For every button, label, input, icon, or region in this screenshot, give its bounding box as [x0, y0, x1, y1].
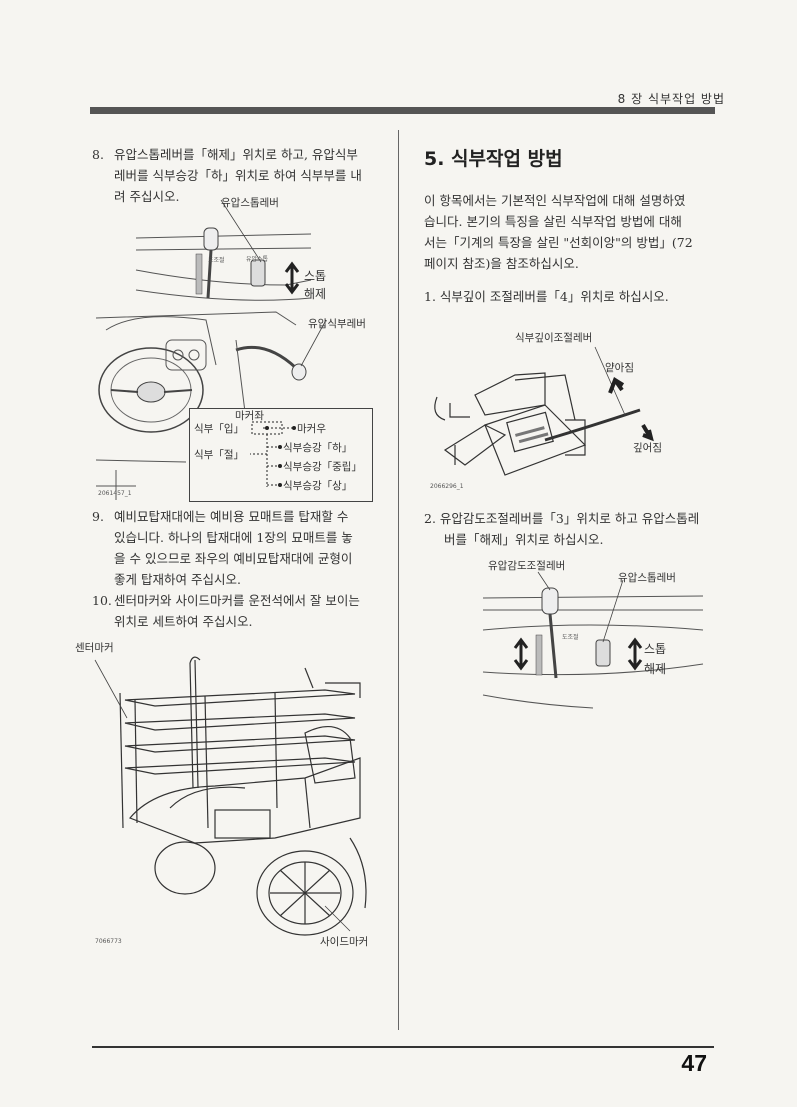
- figure-code: 2061457_1: [98, 490, 132, 497]
- step-9-line: 있습니다. 하나의 탑재대에 1장의 묘매트를 놓: [114, 530, 353, 545]
- column-divider: [398, 130, 399, 1030]
- header-rule: [90, 107, 715, 114]
- depth-lever-drawing: [434, 346, 654, 476]
- step-10-number: 10.: [92, 593, 112, 608]
- step-10-line: 위치로 세트하여 주십시오.: [114, 614, 253, 629]
- step-8-line: 유압스톱레버를「해제」위치로 하고, 유압식부: [114, 147, 358, 162]
- step-10-line: 센터마커와 사이드마커를 운전석에서 잘 보이는: [114, 593, 360, 608]
- footer-rule: [92, 1046, 714, 1048]
- label-hydraulic-stop-lever: 유압스톱레버: [221, 197, 279, 209]
- intro-line: 이 항목에서는 기본적인 식부작업에 대해 설명하였: [424, 193, 686, 208]
- label-planting-lever: 유압식부레버: [308, 318, 366, 330]
- label-marker-right: 마커우: [297, 423, 326, 435]
- label-planting-on: 식부「입」: [194, 423, 244, 435]
- figure-transplanter-markers: 센터마커 사이드마커 7066773: [75, 638, 375, 953]
- step-8-line: 레버를 식부승강「하」위치로 하여 식부부를 내: [114, 168, 362, 183]
- step-2: 2. 유압감도조절레버를「3」위치로 하고 유압스톱레 버를「해제」위치로 하십…: [424, 508, 724, 550]
- label-lift-neutral: 식부승강「중립」: [283, 461, 362, 473]
- label-shallow: 얕아짐: [605, 362, 634, 374]
- section-title: 5. 식부작업 방법: [424, 148, 563, 170]
- step-2-line: 버를「해제」위치로 하십시오.: [444, 532, 604, 547]
- figure-hydraulic-levers: 유압스톱레버 도조절 유압스톱 스톱 해제 유압식부레버 마커좌 식부「입」 마…: [95, 190, 386, 505]
- figure-depth-lever: 식부깊이조절레버 얕아짐 깊어짐 2066296_1: [425, 325, 705, 495]
- step-9-line: 예비묘탑재대에는 예비용 묘매트를 탑재할 수: [114, 509, 349, 524]
- label-release: 해제: [644, 662, 667, 676]
- label-knob-stop: 유압스톱: [246, 256, 269, 263]
- label-sensitivity-lever: 유압감도조절레버: [488, 560, 566, 572]
- label-stop: 스톱: [304, 269, 327, 283]
- figure-code: 7066773: [95, 938, 122, 945]
- intro-line: 습니다. 본기의 특징을 살린 식부작업 방법에 대해: [424, 214, 682, 229]
- step-8-number: 8.: [92, 147, 104, 162]
- transplanter-drawing: [94, 656, 367, 936]
- step-9-line: 을 수 있으므로 좌우의 예비묘탑재대에 균형이: [114, 551, 353, 566]
- label-depth-lever: 식부깊이조절레버: [515, 332, 593, 344]
- section-intro: 이 항목에서는 기본적인 식부작업에 대해 설명하였 습니다. 본기의 특징을 …: [424, 190, 724, 274]
- figure-code: 2066296_1: [430, 483, 464, 490]
- step-10: 10.센터마커와 사이드마커를 운전석에서 잘 보이는 위치로 세트하여 주십시…: [92, 590, 392, 632]
- sensitivity-levers-drawing: [482, 571, 704, 709]
- label-lift-up: 식부승강「상」: [283, 480, 353, 492]
- label-lift-down: 식부승강「하」: [283, 442, 353, 454]
- chapter-header: 8 장 식부작업 방법: [617, 92, 725, 106]
- label-knob: 도조절: [208, 257, 225, 264]
- label-planting-off: 식부「절」: [194, 449, 244, 461]
- label-deep: 깊어짐: [633, 442, 662, 454]
- step-8: 8. 유압스톱레버를「해제」위치로 하고, 유압식부 레버를 식부승강「하」위치로…: [92, 144, 392, 207]
- step-9-line: 좋게 탑재하여 주십시오.: [114, 572, 241, 587]
- figure-hydraulic-levers-drawing: [95, 199, 327, 500]
- step-9: 9. 예비묘탑재대에는 예비용 묘매트를 탑재할 수 있습니다. 하나의 탑재대에…: [92, 506, 392, 590]
- label-side-marker: 사이드마커: [320, 936, 369, 948]
- intro-line: 서는「기계의 특장을 살린 "선회이앙"의 방법」(72: [424, 235, 693, 250]
- intro-line: 페이지 참조)을 참조하십시오.: [424, 256, 579, 271]
- planting-lever-callout: 마커좌 식부「입」 마커우 식부승강「하」 식부「절」 식부승강「중립」 식부승…: [189, 408, 373, 502]
- callout-lines: [250, 421, 296, 487]
- page-number: 47: [681, 1050, 707, 1076]
- label-marker-left: 마커좌: [235, 410, 264, 422]
- step-8-line: 려 주십시오.: [114, 189, 180, 204]
- figure-sensitivity-levers: 유압감도조절레버 유압스톱레버 도조절 스톱 해제: [478, 560, 708, 710]
- label-stop-lever: 유압스톱레버: [618, 572, 676, 584]
- step-1: 1. 식부깊이 조절레버를「4」위치로 하십시오.: [424, 289, 669, 304]
- label-knob: 도조절: [562, 634, 579, 641]
- label-center-marker: 센터마커: [75, 642, 114, 654]
- label-release: 해제: [304, 287, 327, 301]
- label-stop: 스톱: [644, 642, 667, 656]
- step-2-line: 2. 유압감도조절레버를「3」위치로 하고 유압스톱레: [424, 511, 700, 526]
- step-9-number: 9.: [92, 509, 104, 524]
